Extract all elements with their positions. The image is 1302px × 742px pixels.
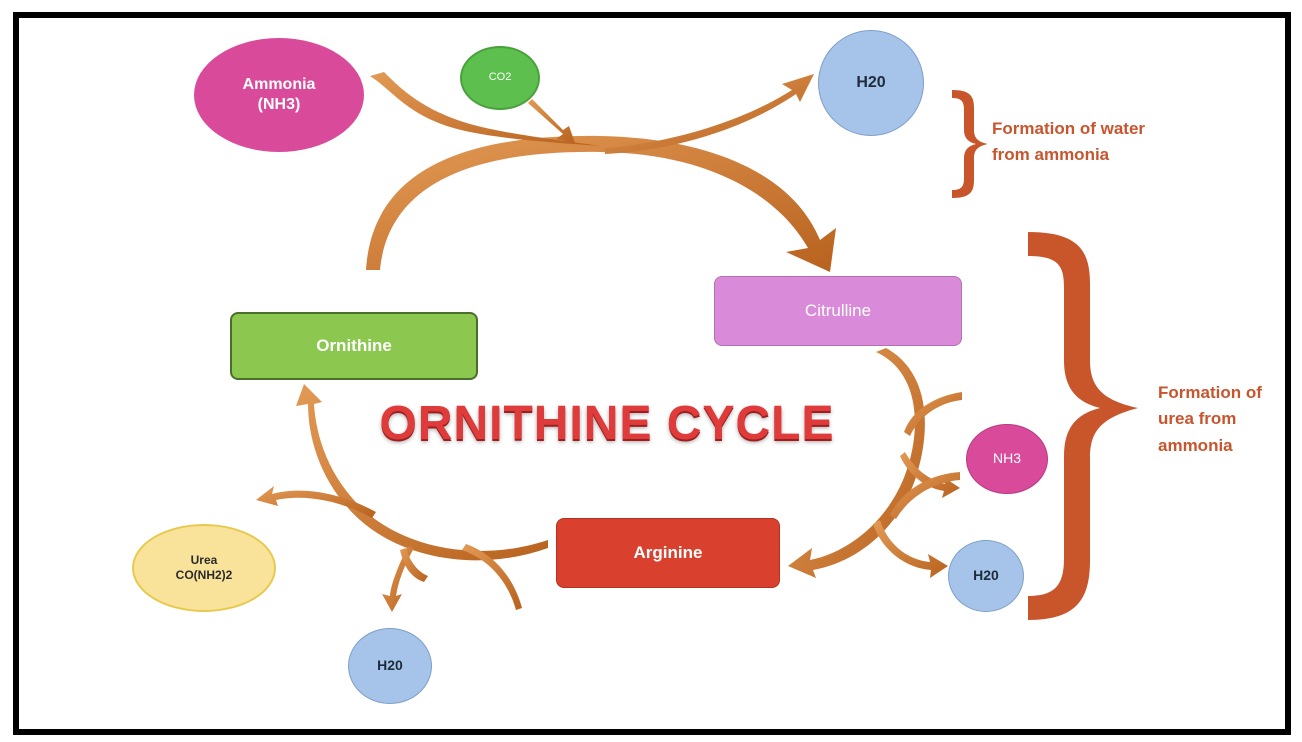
h2o-top-label: H20 xyxy=(856,74,886,91)
ornithine-node: Ornithine xyxy=(230,312,478,380)
arrow-to-nh3 xyxy=(900,452,960,498)
arrow-branch-upper xyxy=(904,392,962,436)
brace-water xyxy=(952,90,988,198)
h2o-top-node: H20 xyxy=(818,30,924,136)
arrow-branch-lower xyxy=(890,472,960,519)
arrow-branch-left-top xyxy=(256,486,376,518)
h2o-right-label: H20 xyxy=(973,567,999,584)
ammonia-label: Ammonia (NH3) xyxy=(242,76,316,113)
arrow-citrulline-to-arginine xyxy=(788,348,925,578)
nh3-right-label: NH3 xyxy=(992,450,1021,467)
arrow-to-h2o-top xyxy=(605,74,814,154)
arrow-to-h2o-bottom xyxy=(382,546,414,612)
co2-node: CO2 xyxy=(460,46,540,110)
h2o-bottom-node: H20 xyxy=(348,628,432,704)
arrow-co2-in xyxy=(528,99,575,143)
arginine-node: Arginine xyxy=(556,518,780,588)
arrow-arginine-to-ornithine xyxy=(296,384,548,561)
h2o-bottom-label: H20 xyxy=(377,657,403,674)
diagram-title: ORNITHINE CYCLE xyxy=(379,397,835,450)
arrow-branch-left-lower-curl xyxy=(400,548,428,582)
annotation-water-formation: Formation of water from ammonia xyxy=(992,119,1146,165)
ammonia-node: Ammonia (NH3) xyxy=(194,38,364,152)
arginine-label: Arginine xyxy=(633,543,703,563)
arrow-branch-left-bottom xyxy=(462,544,522,610)
urea-label: Urea CO(NH2)2 xyxy=(175,553,233,582)
h2o-right-node: H20 xyxy=(948,540,1024,612)
co2-label: CO2 xyxy=(488,71,512,84)
arrow-to-h2o-right xyxy=(873,520,948,578)
arrow-ammonia-in xyxy=(370,72,600,146)
citrulline-node: Citrulline xyxy=(714,276,962,346)
brace-urea xyxy=(1028,232,1138,620)
ornithine-label: Ornithine xyxy=(316,336,392,356)
annotation-urea-formation: Formation of urea from ammonia xyxy=(1158,383,1262,455)
arrow-ornithine-to-citrulline xyxy=(366,135,836,272)
citrulline-label: Citrulline xyxy=(804,301,872,321)
urea-node: Urea CO(NH2)2 xyxy=(132,524,276,612)
nh3-right-node: NH3 xyxy=(966,424,1048,494)
